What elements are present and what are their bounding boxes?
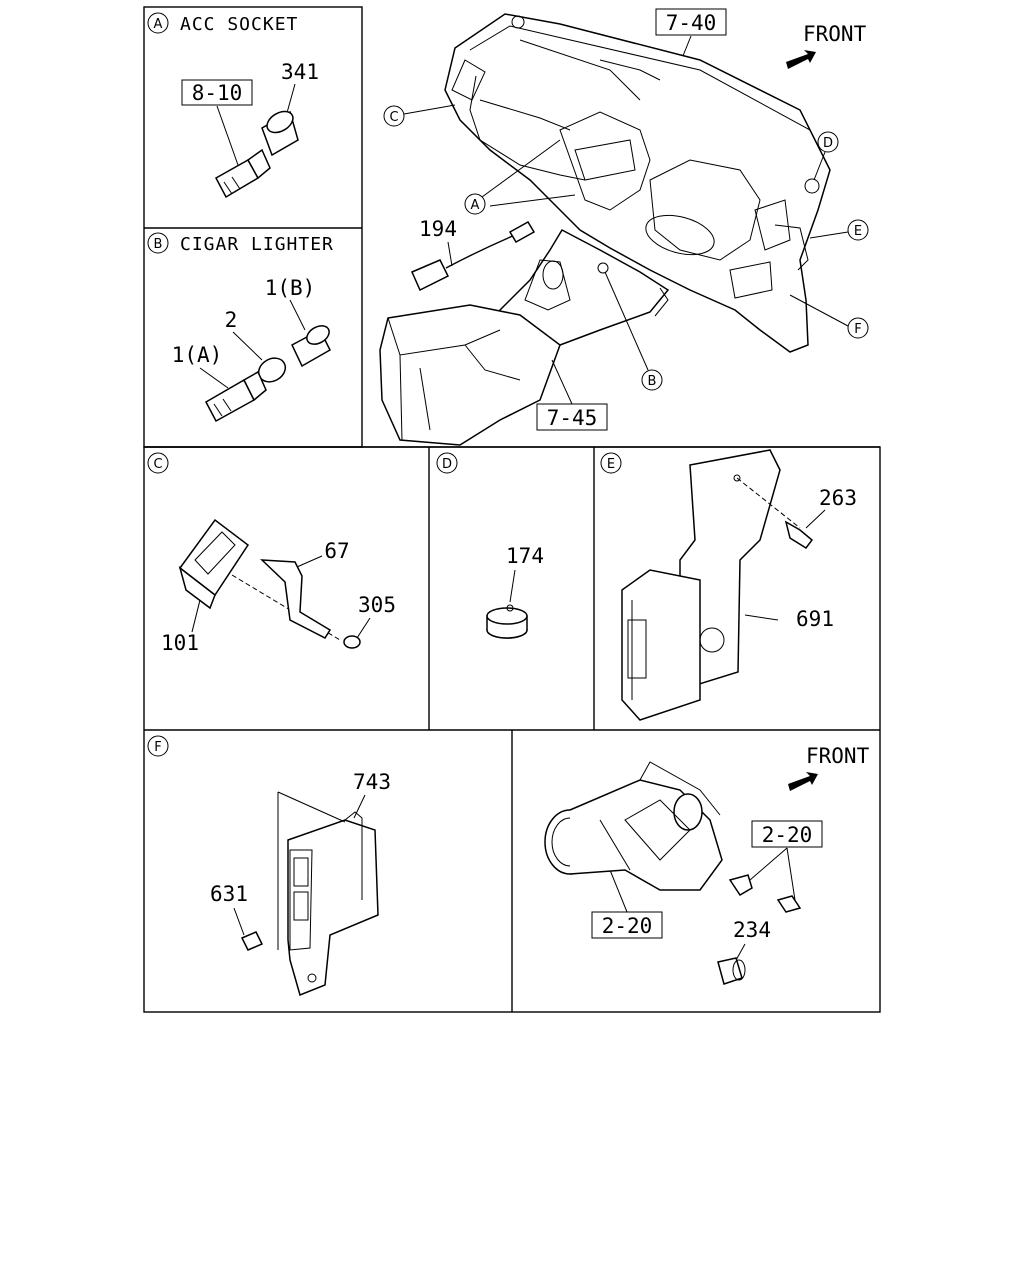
part-label-631: 631 [210, 882, 248, 906]
part-label-234: 234 [733, 918, 771, 942]
part-label-174: 174 [506, 544, 544, 568]
acc-socket-illustration [214, 110, 299, 199]
panel-a-title: ACC SOCKET [180, 14, 298, 35]
part-label-743: 743 [353, 770, 391, 794]
panel-ignition: FRONT 2-20 2-20 234 [544, 744, 870, 985]
part-label-1a: 1(A) [172, 343, 223, 367]
dashboard-illustration [379, 13, 831, 446]
part-label-2: 2 [225, 308, 238, 332]
panel-b-letter-circle [147, 232, 169, 254]
svg-text:C: C [389, 110, 398, 125]
svg-text:F: F [854, 322, 861, 337]
usb-cable-illustration [411, 220, 536, 292]
control-unit-691-illustration [621, 449, 814, 721]
panel-a-letter: A [154, 17, 163, 32]
panel-e: E 263 691 [600, 449, 857, 721]
callout-e: E [809, 219, 869, 241]
panel-f-letter: F [154, 740, 161, 755]
panel-a-letter-circle [147, 12, 169, 34]
part-label-1b: 1(B) [265, 276, 316, 300]
panel-c: C 67 305 101 [147, 452, 396, 655]
panel-e-letter: E [607, 457, 615, 472]
panel-acc-socket: A ACC SOCKET 8-10 341 [147, 12, 319, 199]
callout-d: D [813, 131, 839, 181]
frame-grid [143, 6, 881, 1013]
front-label-top: FRONT [803, 22, 867, 46]
panel-a-ref-label: 8-10 [192, 81, 243, 105]
panel-b-letter: B [154, 237, 163, 252]
ref-box-2-20-right [751, 820, 823, 848]
panel-a-ref-box [181, 79, 253, 106]
front-arrow-icon-bottom [788, 772, 818, 791]
panel-b-title: CIGAR LIGHTER [180, 234, 334, 255]
bracket-67-illustration [260, 559, 361, 649]
cigar-lighter-illustration [205, 325, 331, 423]
ignition-switch-illustration [544, 761, 802, 985]
front-arrow-icon-top [786, 50, 816, 69]
ref-label-7-40: 7-40 [666, 11, 717, 35]
grommet-174-illustration [486, 604, 528, 639]
panel-cigar-lighter: B CIGAR LIGHTER 1(B) 2 1(A) [147, 232, 334, 423]
part-label-691: 691 [796, 607, 834, 631]
callout-c: C [383, 104, 456, 127]
ref-box-7-40 [655, 8, 727, 36]
front-label-bottom: FRONT [806, 744, 870, 768]
svg-text:E: E [854, 224, 862, 239]
svg-text:A: A [471, 198, 480, 213]
part-label-341: 341 [281, 60, 319, 84]
part-label-67: 67 [324, 539, 349, 563]
svg-text:D: D [823, 136, 833, 151]
ref-label-2-20-left: 2-20 [602, 914, 653, 938]
ref-label-7-45: 7-45 [547, 406, 598, 430]
callout-a: A [464, 139, 576, 215]
part-label-305: 305 [358, 593, 396, 617]
part-label-194: 194 [419, 217, 457, 241]
ref-label-2-20-right: 2-20 [762, 823, 813, 847]
switch-101-illustration [178, 518, 341, 641]
panel-c-letter: C [153, 457, 162, 472]
callout-b: B [604, 271, 663, 391]
panel-d: D 174 [436, 452, 544, 639]
control-unit-743-illustration [240, 791, 379, 997]
callout-f: F [789, 294, 869, 339]
main-dashboard-view: 7-40 FRONT [379, 8, 869, 446]
svg-text:B: B [648, 374, 657, 389]
part-label-263: 263 [819, 486, 857, 510]
panel-f: F 743 631 [147, 735, 391, 997]
panel-d-letter: D [442, 457, 452, 472]
part-label-101: 101 [161, 631, 199, 655]
